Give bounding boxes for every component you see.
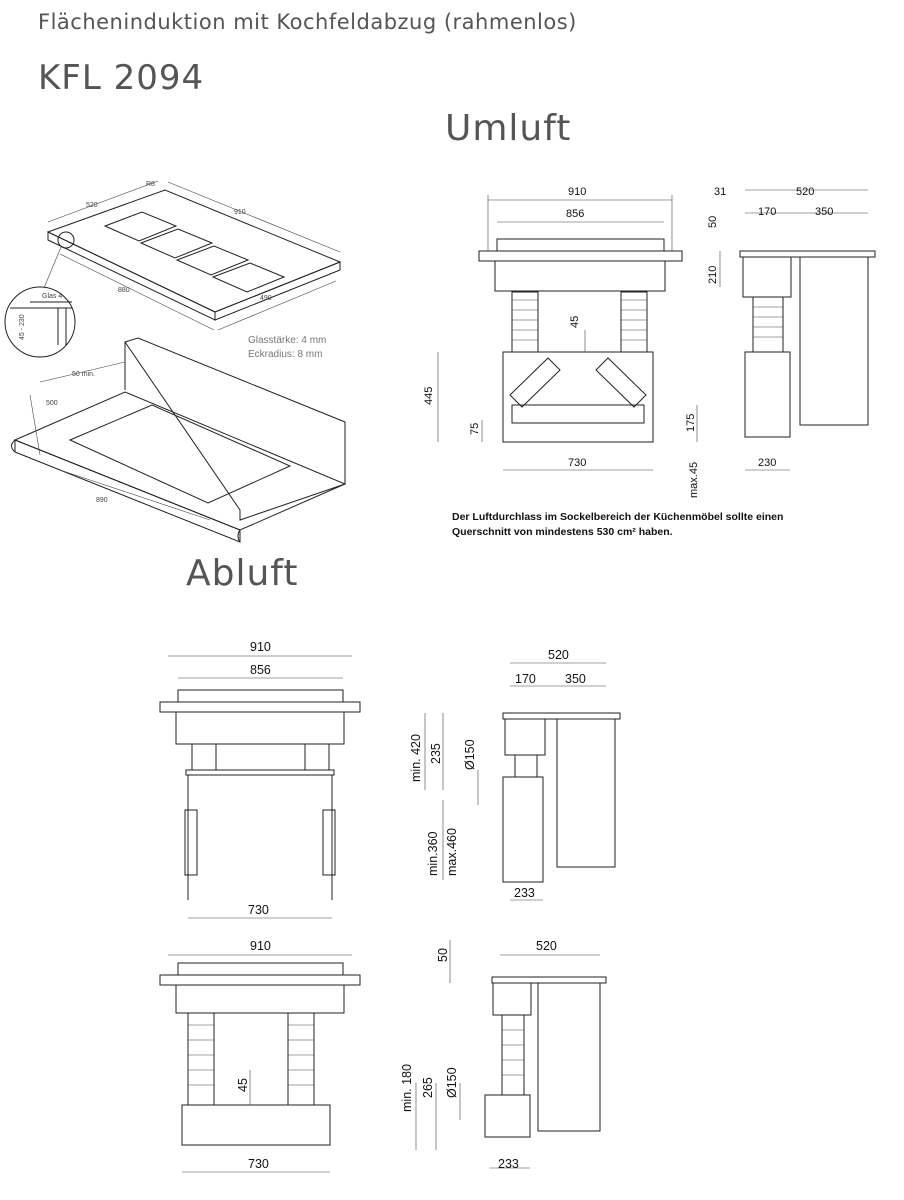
- abluft-side-view-1: 520 170 350 min. 420 235 Ø150 min.360 ma…: [409, 648, 621, 901]
- umluft-front-856: 856: [566, 208, 584, 220]
- abluft2-front-730: 730: [248, 1157, 269, 1171]
- umluft-side-230: 230: [758, 457, 776, 469]
- section-title-umluft: Umluft: [445, 108, 572, 149]
- umluft-side-50: 50: [707, 216, 719, 228]
- iso-r8-label: R8: [146, 181, 155, 188]
- abluft2-side-d150: Ø150: [445, 1067, 459, 1098]
- abluft2-side-50: 50: [436, 948, 450, 962]
- abluft1-side-d150: Ø150: [463, 739, 477, 770]
- airflow-note-line1: Der Luftdurchlass im Sockelbereich der K…: [452, 511, 784, 523]
- model-title: KFL 2094: [38, 58, 205, 98]
- iso-countertop-drawing: 50 min. 500 890: [11, 337, 347, 543]
- abluft1-side-350: 350: [565, 672, 586, 686]
- abluft1-side-233: 233: [514, 886, 535, 900]
- abluft1-front-856: 856: [250, 663, 271, 677]
- umluft-front-730: 730: [568, 457, 586, 469]
- abluft1-side-max460: max.460: [445, 828, 459, 876]
- umluft-front-45: 45: [569, 316, 581, 328]
- umluft-front-445: 445: [423, 387, 435, 405]
- abluft1-front-910: 910: [250, 640, 271, 654]
- abluft1-side-520: 520: [548, 648, 569, 662]
- iso-glas-label: Glas 4: [42, 293, 62, 300]
- umluft-front-75: 75: [469, 423, 481, 435]
- glass-thickness-label: Glasstärke: 4 mm: [248, 335, 326, 346]
- abluft-side-view-2: 520 50 min. 180 265 Ø150 233: [400, 939, 607, 1171]
- abluft1-side-235: 235: [429, 743, 443, 764]
- abluft2-side-520: 520: [536, 939, 557, 953]
- umluft-side-31: 31: [714, 186, 726, 198]
- umluft-side-170: 170: [758, 206, 776, 218]
- iso-50min-label: 50 min.: [72, 371, 95, 378]
- abluft2-side-233: 233: [498, 1157, 519, 1171]
- section-title-abluft: Abluft: [186, 553, 299, 594]
- abluft1-side-min420: min. 420: [409, 734, 423, 782]
- iso-490-label: 490: [260, 295, 272, 302]
- airflow-note-line2: Querschnitt von mindestens 530 cm² haben…: [452, 526, 673, 538]
- iso-500-label: 500: [46, 400, 58, 407]
- abluft-front-view-2: 910 45 730: [159, 939, 361, 1173]
- abluft1-side-min360: min.360: [426, 831, 440, 876]
- abluft1-front-730: 730: [248, 903, 269, 917]
- umluft-front-max45: max.45: [688, 462, 700, 498]
- page-subtitle: Flächeninduktion mit Kochfeldabzug (rahm…: [38, 10, 577, 34]
- iso-880-label: 880: [118, 287, 130, 294]
- iso-cooktop-drawing: R8 520 910 880 490 Glas 4 45 - 230 Glass…: [4, 180, 342, 360]
- umluft-side-520: 520: [796, 186, 814, 198]
- umluft-front-175: 175: [685, 414, 697, 432]
- iso-910-label: 910: [234, 209, 246, 216]
- iso-890-label: 890: [96, 497, 108, 504]
- umluft-front-view: 910 856 45 445 75 175 730 max.45: [423, 186, 700, 498]
- umluft-front-910: 910: [568, 186, 586, 198]
- corner-radius-label: Eckradius: 8 mm: [248, 349, 322, 360]
- abluft2-side-265: 265: [421, 1077, 435, 1098]
- iso-520-label: 520: [86, 202, 98, 209]
- abluft2-front-45: 45: [236, 1078, 250, 1092]
- umluft-side-view: 31 520 170 350 50 210 230: [707, 186, 876, 471]
- abluft-front-view-1: 910 856 730: [159, 640, 361, 919]
- umluft-side-350: 350: [815, 206, 833, 218]
- umluft-side-210: 210: [707, 266, 719, 284]
- iso-45-230-label: 45 - 230: [19, 314, 26, 340]
- abluft1-side-170: 170: [515, 672, 536, 686]
- airflow-note: Der Luftdurchlass im Sockelbereich der K…: [452, 510, 783, 540]
- abluft2-front-910: 910: [250, 939, 271, 953]
- abluft2-side-min180: min. 180: [400, 1064, 414, 1112]
